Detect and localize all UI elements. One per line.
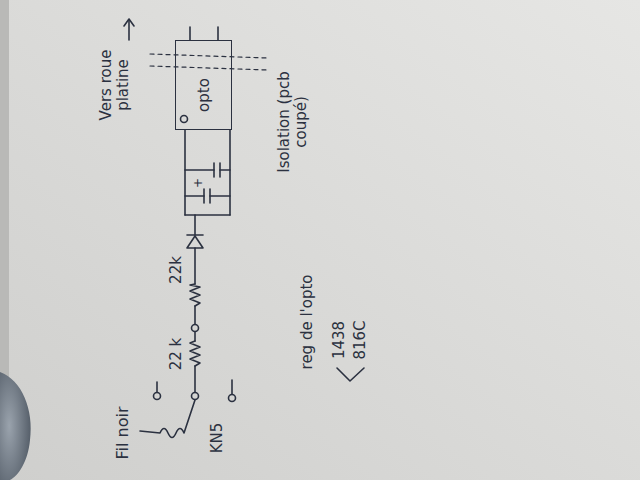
capacitor-symbol <box>213 163 215 177</box>
opto-box: opto <box>175 40 232 130</box>
resistor-symbol <box>190 341 200 366</box>
resistor-value: 22k <box>168 256 185 284</box>
capacitor-symbol <box>203 189 205 203</box>
wire-label: Fil noir <box>114 407 132 460</box>
part-number: 816C <box>352 320 369 359</box>
wire <box>184 130 186 215</box>
part-number: 1438 <box>331 321 348 359</box>
metal-object <box>0 372 31 480</box>
polarity-mark: + <box>192 178 206 188</box>
wire <box>210 195 230 197</box>
diode-symbol <box>187 236 203 248</box>
wire <box>194 248 196 284</box>
wire <box>220 169 230 171</box>
resistor-value: 22 k <box>168 338 185 371</box>
switch-contact <box>154 393 161 400</box>
wire <box>194 366 196 392</box>
isolation-cut <box>150 54 268 58</box>
pin-one-marker <box>181 116 188 123</box>
wire <box>185 214 230 216</box>
switch-label: KN5 <box>209 423 226 454</box>
pin <box>217 27 219 40</box>
wire <box>231 380 233 394</box>
junction <box>192 325 199 332</box>
switch-contact <box>229 395 236 402</box>
direction-arrow <box>128 20 130 40</box>
wire <box>229 130 231 215</box>
wire <box>156 382 158 392</box>
direction-note: Vers roue platine <box>98 43 133 127</box>
isolation-note: Isolation (pcb coupé) <box>276 71 311 173</box>
direction-arrow <box>124 19 134 26</box>
isolation-cut <box>150 66 268 70</box>
wire <box>194 306 196 324</box>
bracket <box>337 368 364 381</box>
wire <box>194 332 196 341</box>
component-name: opto <box>194 78 212 112</box>
wire <box>194 215 196 235</box>
wire <box>185 169 214 171</box>
pin <box>189 27 191 40</box>
adjust-note: reg de l'opto <box>299 275 316 370</box>
wire <box>140 400 195 438</box>
resistor-symbol <box>190 284 200 306</box>
wire <box>185 195 204 197</box>
switch-contact <box>192 393 199 400</box>
